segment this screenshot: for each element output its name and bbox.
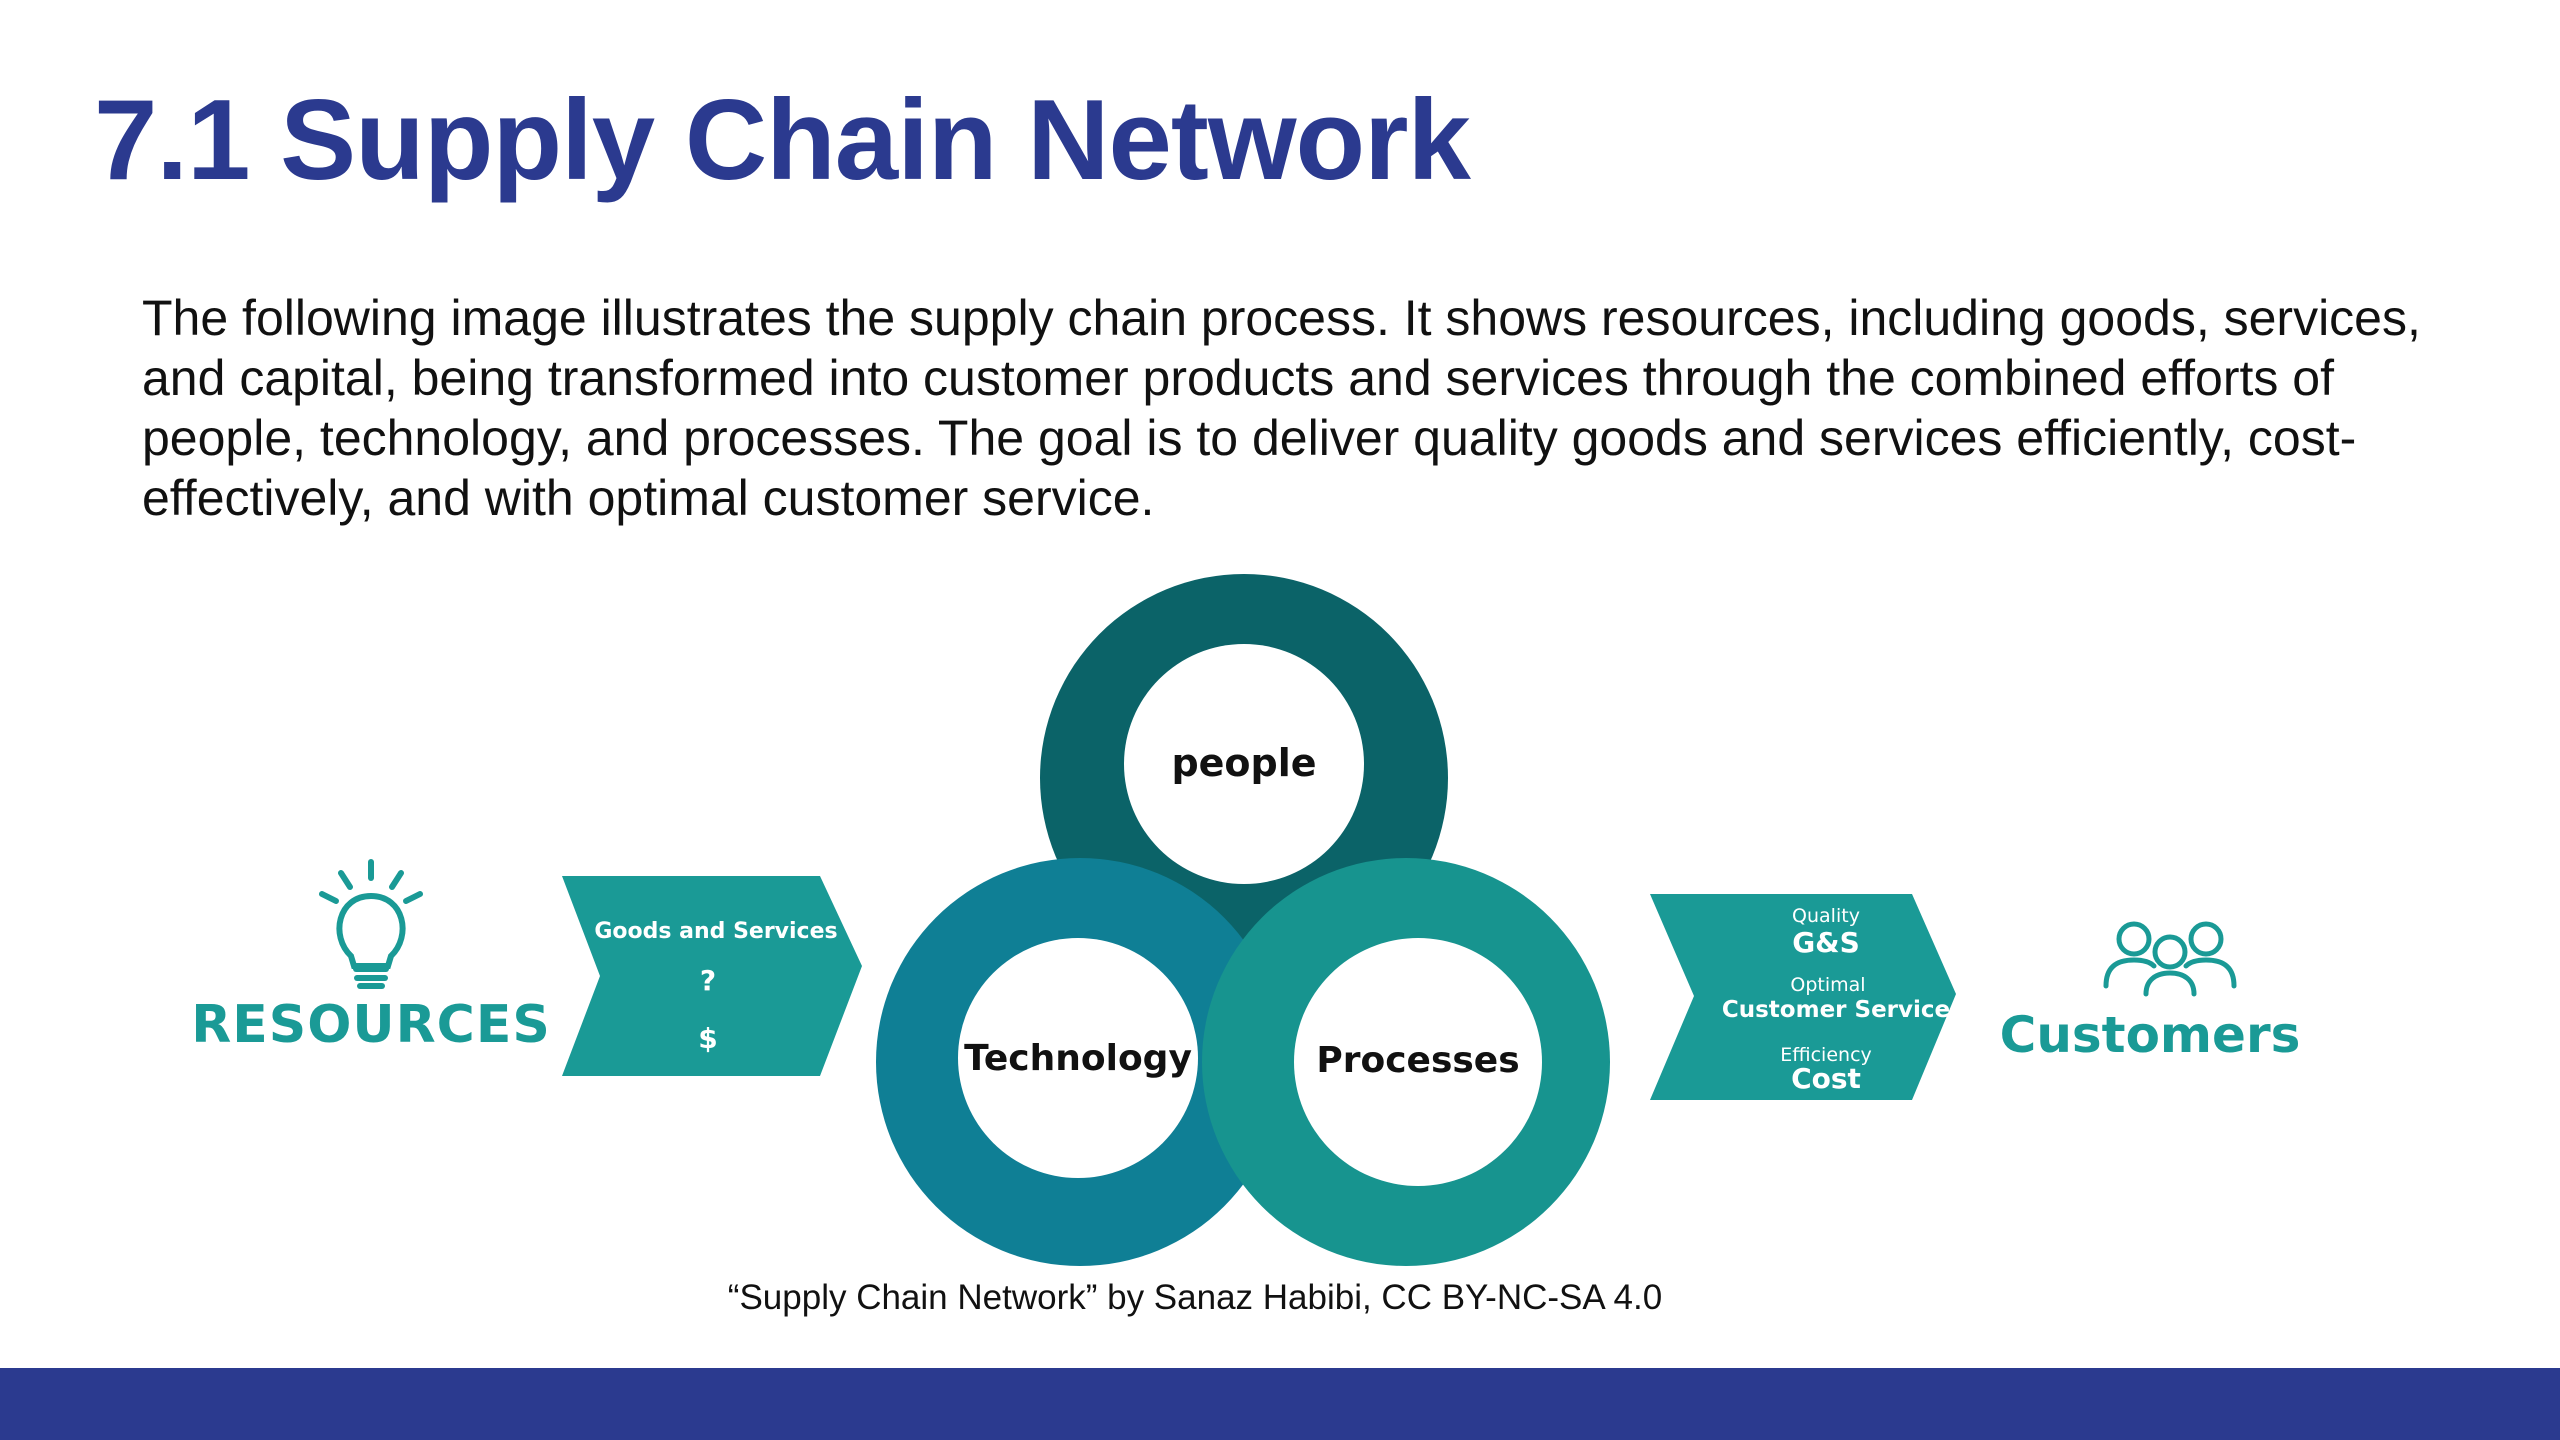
output-customer-service-label: Customer Service — [1722, 997, 1950, 1023]
slide-body-text: The following image illustrates the supp… — [142, 290, 2421, 526]
footer-bar — [0, 1368, 2560, 1440]
people-label: people — [1171, 741, 1316, 785]
output-gs-label: G&S — [1792, 926, 1860, 959]
output-cost-label: Cost — [1791, 1062, 1861, 1095]
people-group-icon — [2103, 921, 2237, 997]
image-caption: “Supply Chain Network” by Sanaz Habibi, … — [727, 1278, 1663, 1317]
input-arrow-goods-services: Goods and Services — [594, 919, 837, 944]
output-optimal-label: Optimal — [1790, 974, 1865, 996]
output-quality-label: Quality — [1792, 905, 1860, 927]
people-circle — [1124, 644, 1364, 884]
input-arrow-question: ? — [700, 964, 716, 997]
resources-label: RESOURCES — [191, 995, 551, 1055]
processes-label: Processes — [1316, 1040, 1519, 1081]
processes-circle — [1294, 938, 1542, 1186]
output-arrow — [1650, 894, 1956, 1100]
output-efficiency-label: Efficiency — [1780, 1044, 1872, 1066]
input-arrow — [562, 876, 862, 1076]
technology-circle — [958, 938, 1198, 1178]
lightbulb-icon — [319, 859, 423, 989]
customers-label: Customers — [2000, 1006, 2301, 1064]
input-arrow-dollar: $ — [698, 1022, 717, 1055]
slide-title: 7.1 Supply Chain Network — [94, 77, 1471, 204]
technology-label: Technology — [964, 1038, 1192, 1079]
